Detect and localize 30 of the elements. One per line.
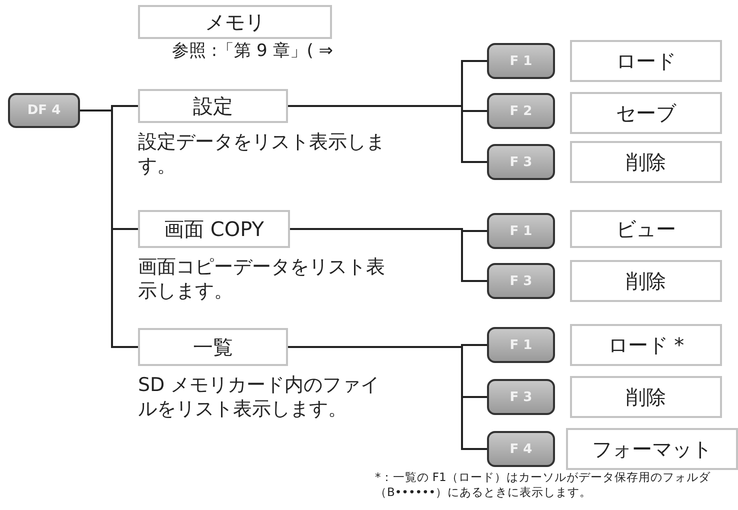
connector-line [288,346,487,450]
menu-box: ロード * [570,324,722,366]
menu-box: メモリ [138,5,332,39]
footnote: *：一覧の F1（ロード）はカーソルがデータ保存用のフォルダ（B••••••）にあるときに表示します。 [375,470,712,500]
menu-box: 削除 [570,376,722,418]
connector-line [290,228,487,282]
connector-line [80,110,138,348]
menu-box: 設定 [138,89,288,123]
function-key: F 1 [487,327,555,363]
function-key: F 1 [487,213,555,249]
description-text: 画面コピーデータをリスト表示します。 [138,255,386,303]
function-key: F 4 [487,431,555,467]
function-key: F 2 [487,93,555,129]
menu-box: 削除 [570,260,722,302]
function-key: F 3 [487,379,555,415]
menu-box: フォーマット [566,428,738,470]
function-key: F 3 [487,263,555,299]
menu-box: 画面 COPY [138,210,290,248]
menu-box: 削除 [570,141,722,183]
function-key: F 3 [487,144,555,180]
reference-note: 参照 :「第 9 章」( ⇒ [172,40,334,62]
description-text: SD メモリカード内のファイルをリスト表示します。 [138,373,381,421]
function-key: DF 4 [8,93,80,128]
function-key: F 1 [487,43,555,79]
menu-box: セーブ [570,92,722,134]
connector-line [288,105,487,163]
menu-box: ロード [570,40,722,82]
description-text: 設定データをリスト表示します。 [138,130,386,178]
menu-box: ビュー [570,210,722,248]
menu-box: 一覧 [138,328,288,366]
